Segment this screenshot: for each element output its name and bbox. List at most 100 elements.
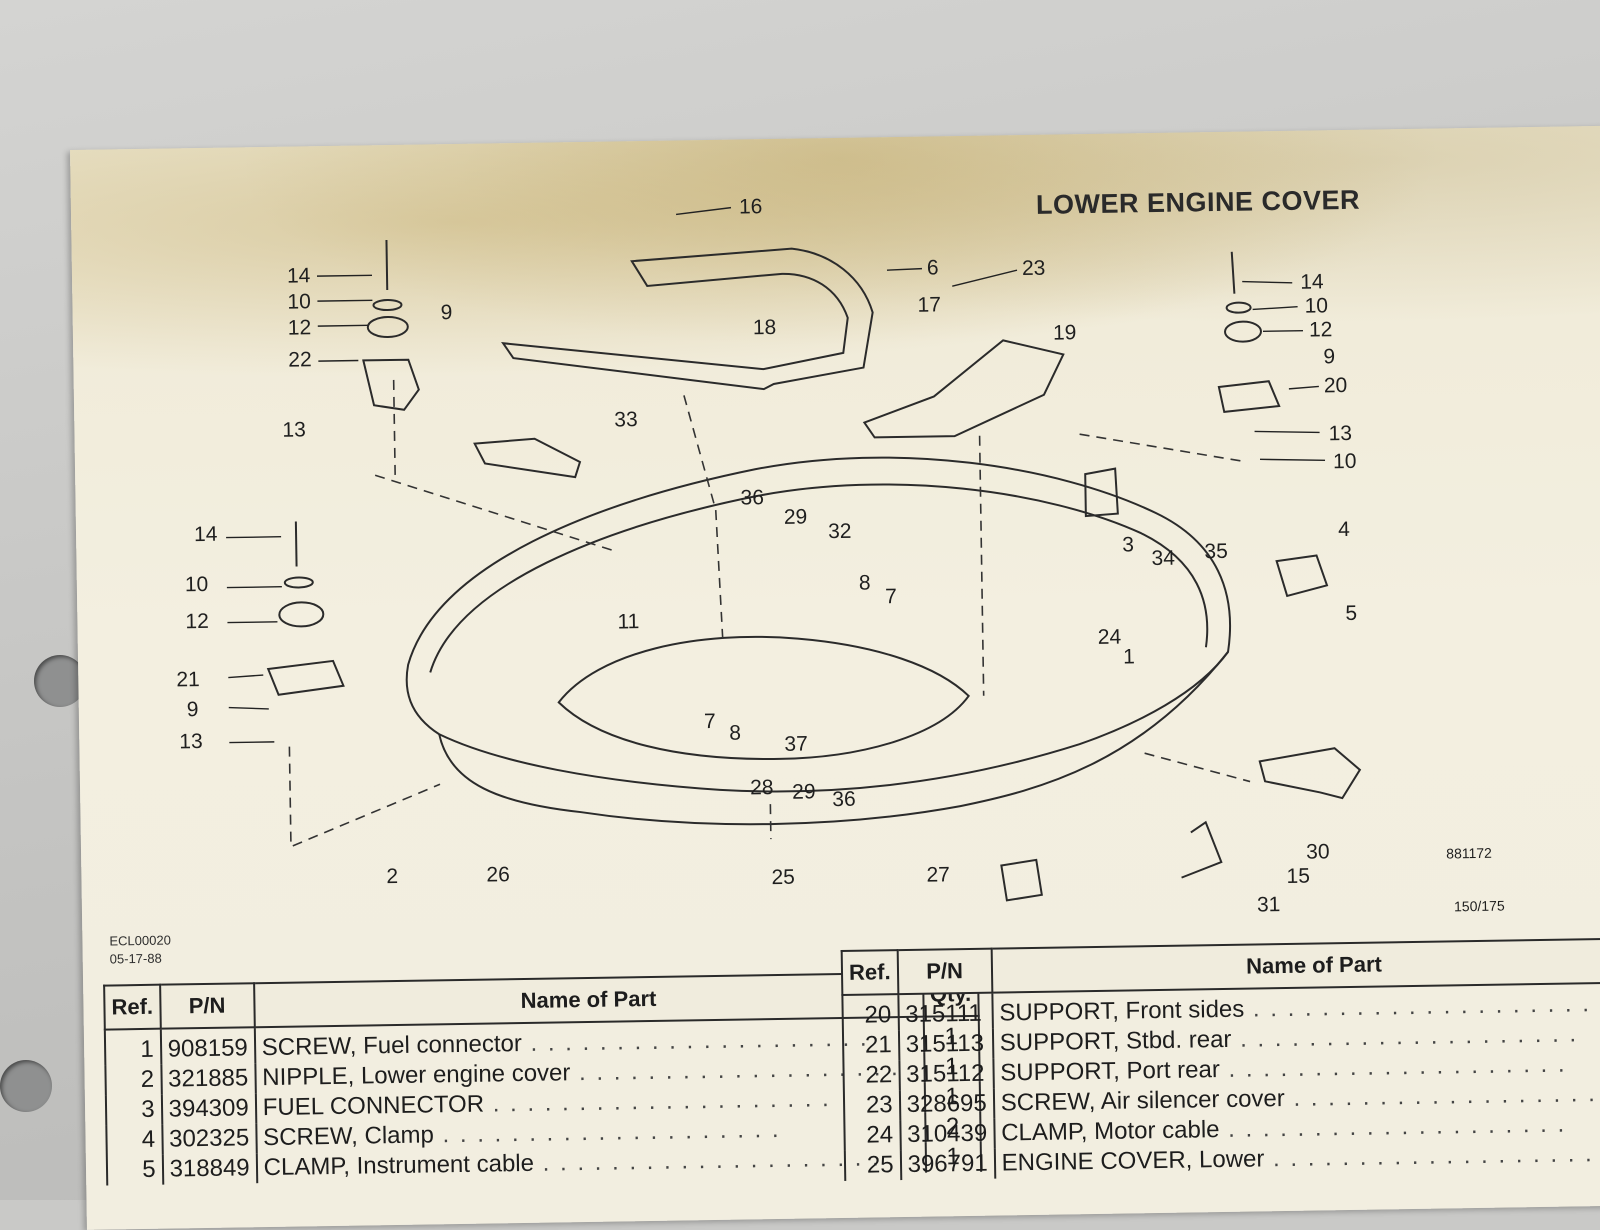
cell-ref: 21 [842,1030,899,1061]
col-pn: P/N [159,983,255,1029]
callout-34: 34 [1151,547,1175,570]
leader-dots: . . . . . . . . . . . . . . . . . . . . [1244,990,1592,1023]
cell-ref: 1 [104,1028,161,1066]
binder-hole-bottom [0,1060,52,1112]
callout-12: 12 [288,316,312,339]
support-20 [1217,380,1281,413]
part-name: CLAMP, Motor cable [1000,1116,1220,1147]
cell-pn: 394309 [161,1093,256,1125]
callout-10: 10 [287,290,311,313]
cell-pn: 315112 [898,1058,994,1091]
callout-1: 1 [1123,645,1135,668]
handle-33 [473,437,582,479]
callout-14: 14 [194,523,218,546]
cell-ref: 5 [106,1154,163,1186]
support-21 [266,659,345,696]
callout-22: 22 [288,348,312,371]
cell-pn: 315113 [898,1028,994,1061]
callout-19: 19 [1053,321,1077,344]
part-name: SUPPORT, Front sides [999,995,1245,1027]
callout-25: 25 [771,866,795,889]
callout-8: 8 [729,722,741,745]
cell-ref: 4 [106,1124,163,1156]
callout-28: 28 [750,776,774,799]
part-name: ENGINE COVER, Lower [1001,1145,1265,1177]
cell-pn: 315111 [897,992,993,1031]
callout-7: 7 [704,710,716,733]
cell-ref: 2 [105,1064,162,1096]
part-name: SCREW, Fuel connector [261,1030,523,1062]
leader-dots: . . . . . . . . . . . . . . . . . . . . [533,1144,881,1177]
callout-3: 3 [1122,533,1134,556]
cell-ref: 20 [842,994,899,1031]
callout-23: 23 [1022,257,1046,280]
handle-30 [1258,747,1362,800]
callout-30: 30 [1306,840,1330,863]
callout-9: 9 [187,698,199,721]
cell-pn: 328695 [899,1088,994,1121]
callout-9: 9 [440,301,452,324]
callout-12: 12 [1309,318,1333,341]
cell-pn: 318849 [162,1153,257,1185]
callout-9: 9 [1323,345,1335,368]
leader-dots: . . . . . . . . . . . . . . . . . . . . [521,1024,869,1058]
callout-7: 7 [885,585,897,608]
part-name: CLAMP, Instrument cable [263,1149,535,1182]
leader-dots: . . . . . . . . . . . . . . . . . . . . [483,1085,831,1118]
col-ref: Ref. [104,984,161,1030]
air-silencer-cover [862,339,1065,439]
callout-37: 37 [784,732,808,755]
frame-part [501,247,874,391]
parts-table-right: Ref. P/N Name of Part Qty. 20315111SUPPO… [841,937,1600,1181]
cell-pn: 908159 [160,1027,256,1065]
callout-16: 16 [739,195,763,218]
part-name: SUPPORT, Port rear [1000,1056,1221,1087]
lower-engine-cover-shell [405,456,1232,793]
part-name: SUPPORT, Stbd. rear [999,1025,1232,1057]
cell-ref: 25 [844,1150,901,1181]
callout-14: 14 [287,264,311,287]
cell-ref: 22 [843,1060,900,1091]
callout-17: 17 [917,293,941,316]
callout-15: 15 [1286,865,1310,888]
part-name: NIPPLE, Lower engine cover [262,1059,571,1092]
callout-27: 27 [926,863,950,886]
document-code-id: ECL00020 [109,932,171,949]
callout-11: 11 [617,610,639,633]
support-22 [362,358,420,411]
cell-ref: 3 [105,1094,162,1126]
callout-36: 36 [740,486,764,509]
callout-24: 24 [1098,626,1122,649]
callout-20: 20 [1324,374,1348,397]
callout-6: 6 [927,256,939,279]
col-ref: Ref. [841,950,898,995]
leader-dots: . . . . . . . . . . . . . . . . . . . . [1219,1050,1567,1084]
cell-ref: 24 [844,1120,901,1151]
callout-35: 35 [1204,540,1228,563]
callout-12: 12 [185,610,209,633]
model-range: 150/175 [1454,898,1505,915]
cell-pn: 310439 [899,1118,995,1151]
callout-26: 26 [486,863,510,886]
leader-dots: . . . . . . . . . . . . . . . . . . . . [1231,1020,1579,1053]
leader-dots: . . . . . . . . . . . . . . . . . . . . [1284,1079,1600,1113]
callout-5: 5 [1345,602,1357,625]
leader-dots: . . . . . . . . . . . . . . . . . . . . [433,1115,781,1149]
part-name: SCREW, Air silencer cover [1000,1085,1285,1117]
part-name: SCREW, Clamp [262,1121,435,1152]
part-name: FUEL CONNECTOR [262,1090,485,1122]
callout-21: 21 [176,668,200,691]
cell-pn: 302325 [161,1123,257,1155]
clamp-5 [1275,554,1329,598]
callout-32: 32 [828,520,852,543]
callout-10: 10 [1304,294,1328,317]
document-code-date: 05-17-88 [109,950,162,967]
callout-33: 33 [614,408,638,431]
callout-31: 31 [1257,893,1281,916]
callout-36: 36 [832,788,856,811]
callout-13: 13 [282,418,306,441]
callout-29: 29 [792,780,816,803]
